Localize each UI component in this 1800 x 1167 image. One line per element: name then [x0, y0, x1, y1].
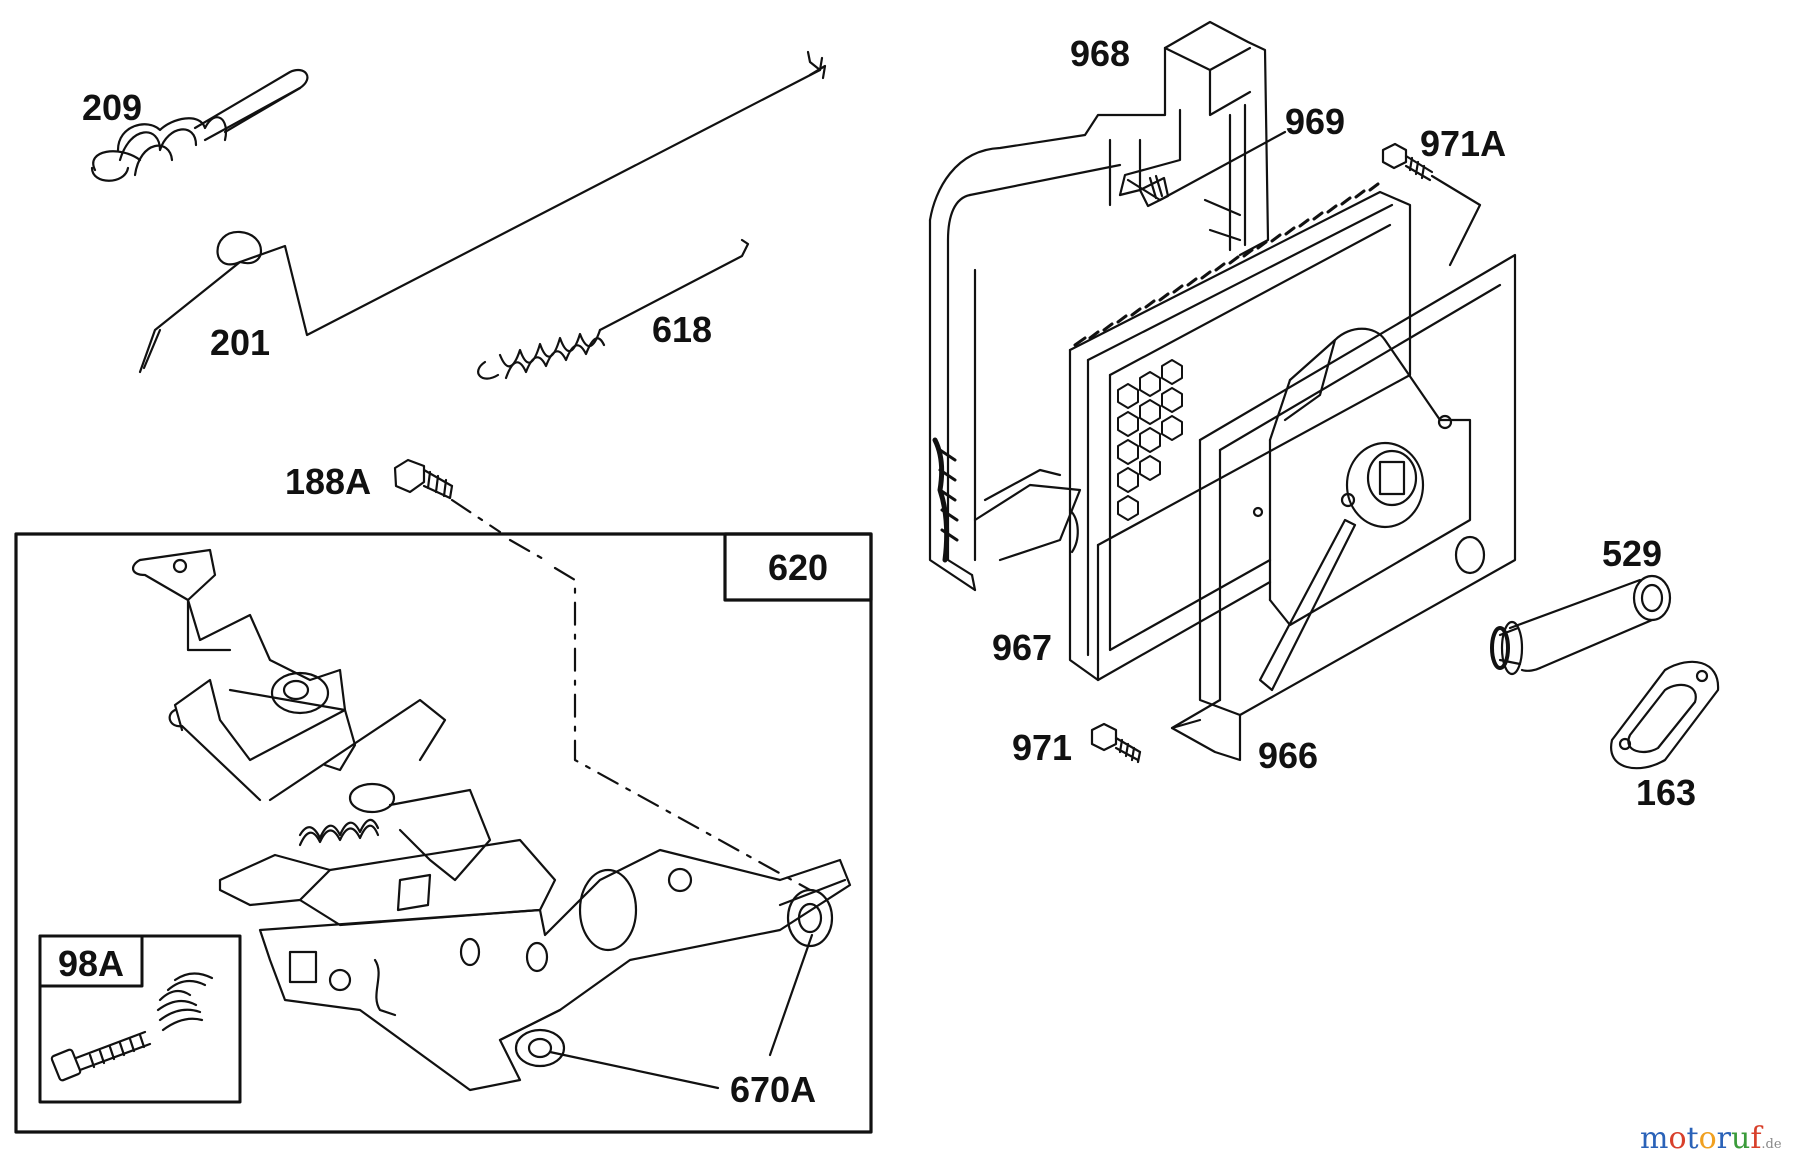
filter-element-967	[1068, 182, 1412, 682]
spring-clip-209	[90, 69, 309, 182]
watermark-letter: o	[1698, 1121, 1717, 1156]
box-98A	[38, 934, 242, 1104]
watermark-letter: o	[1668, 1121, 1687, 1156]
label-98A: 98A	[57, 943, 125, 984]
air-cleaner-base-968	[928, 20, 1270, 592]
screw-971	[1090, 722, 1142, 764]
screw-971A	[1381, 142, 1482, 267]
watermark-letter: u	[1730, 1121, 1751, 1156]
governor-rod-201	[138, 50, 827, 374]
bolt-188A	[393, 458, 454, 500]
watermark-text: motoruf	[1640, 1121, 1761, 1156]
label-209: 209	[82, 87, 143, 128]
leader-188A	[450, 498, 812, 892]
label-969: 969	[1285, 101, 1346, 142]
label-966: 966	[1258, 735, 1319, 776]
governor-bracket-assembly	[132, 548, 852, 1092]
label-670A: 670A	[730, 1069, 817, 1110]
label-620: 620	[767, 547, 829, 588]
label-971: 971	[1012, 727, 1073, 768]
label-163: 163	[1636, 772, 1697, 813]
cover-966	[1170, 253, 1517, 762]
label-971A: 971A	[1420, 123, 1507, 164]
filter-hex-pattern	[1117, 359, 1183, 521]
label-201: 201	[210, 322, 271, 363]
watermark-logo: motoruf.de	[1640, 1122, 1782, 1162]
watermark-letter: t	[1686, 1121, 1699, 1156]
spring-98A	[156, 972, 214, 1032]
leaders-670A	[548, 933, 814, 1090]
spring-618	[477, 238, 750, 380]
label-967: 967	[992, 627, 1053, 668]
watermark-tld: .de	[1761, 1137, 1782, 1152]
box-620	[14, 532, 873, 1134]
label-618: 618	[652, 309, 713, 350]
label-968: 968	[1070, 33, 1131, 74]
label-188A: 188A	[285, 461, 372, 502]
watermark-letter: r	[1716, 1121, 1731, 1156]
breather-tube-529	[1490, 574, 1672, 676]
screw-98A	[50, 1030, 152, 1082]
gasket-163	[1610, 660, 1720, 770]
watermark-letter: f	[1750, 1121, 1762, 1156]
label-529: 529	[1602, 533, 1663, 574]
watermark-letter: m	[1640, 1121, 1669, 1156]
stud-969	[1126, 130, 1287, 208]
